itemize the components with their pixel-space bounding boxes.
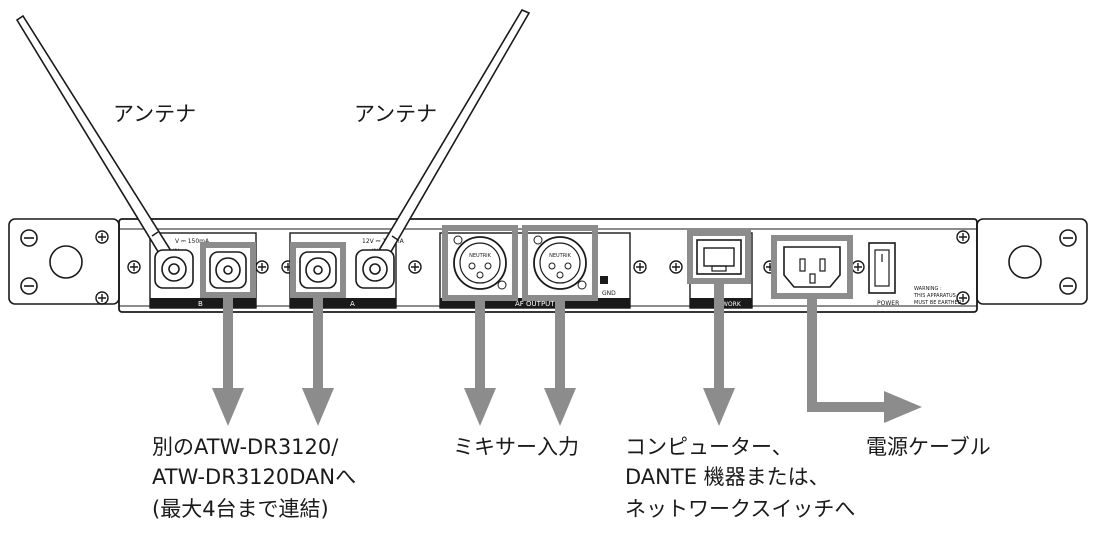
cascade-connector-a — [290, 242, 346, 298]
network-label-line-2: DANTE 機器または、 — [625, 465, 830, 489]
cascade-connector-b — [200, 242, 256, 298]
power-inlet — [771, 235, 853, 299]
rack-ear-left — [8, 218, 120, 305]
arrow-head-cascade-a — [302, 388, 334, 426]
arrow-shaft-cascade-a — [313, 295, 323, 390]
antenna-connector-left — [154, 249, 194, 289]
arrow-shaft-power-vertical — [807, 296, 817, 412]
arrow-head-xlr-1 — [464, 388, 496, 426]
antenna-label-right: アンテナ — [354, 102, 438, 126]
antenna-connector-right — [355, 249, 395, 289]
network-label-line-1: コンピューター、 — [625, 435, 793, 459]
arrow-shaft-xlr-2 — [555, 298, 565, 390]
cascade-label-line-1: 別のATW-DR3120/ — [152, 435, 339, 459]
arrow-shaft-cascade-b — [223, 295, 233, 390]
mixer-input-label: ミキサー入力 — [453, 435, 579, 459]
antenna-label-left: アンテナ — [113, 102, 197, 126]
arrow-head-xlr-2 — [544, 388, 576, 426]
ethernet-port — [687, 230, 751, 284]
rack-ear-right — [976, 218, 1088, 305]
warning-line-2: THIS APPARATUS — [913, 293, 956, 299]
xlr-connector-1: NEUTRIK — [442, 225, 518, 301]
power-switch — [868, 242, 896, 294]
ant-a-mark: A — [350, 300, 355, 308]
neutrik-1: NEUTRIK — [469, 253, 492, 259]
neutrik-2: NEUTRIK — [549, 253, 572, 259]
cascade-label-line-2: ATW-DR3120DANへ — [152, 465, 357, 489]
power-label: POWER — [877, 300, 899, 307]
power-cable-label: 電源ケーブル — [866, 435, 991, 459]
xlr-connector-2: NEUTRIK — [522, 225, 598, 301]
af-output-label: AF OUTPUT — [515, 300, 555, 308]
arrow-shaft-xlr-1 — [475, 298, 485, 390]
ant-b-spec: V ⎓ 150mA — [175, 238, 210, 245]
network-label-line-3: ネットワークスイッチへ — [625, 497, 856, 521]
arrow-head-cascade-b — [212, 388, 244, 426]
antenna-rod-left — [15, 14, 180, 270]
warning-line-1: WARNING : — [914, 286, 942, 292]
arrow-head-ethernet — [703, 388, 735, 426]
af-output-section: AF OUTPUT GND — [439, 232, 631, 309]
network-label: WORK — [722, 301, 742, 308]
arrow-shaft-ethernet — [714, 281, 724, 390]
arrow-shaft-power-horizontal — [807, 402, 887, 412]
antenna-rod-right — [373, 8, 531, 264]
arrow-head-power — [884, 391, 922, 423]
ant-b-mark: B — [198, 300, 203, 308]
gnd-label: GND — [602, 290, 616, 297]
arrows — [212, 281, 922, 426]
cascade-label-line-3: (最大4台まで連結) — [152, 497, 329, 521]
warning-line-3: MUST BE EARTHED. — [914, 300, 963, 306]
